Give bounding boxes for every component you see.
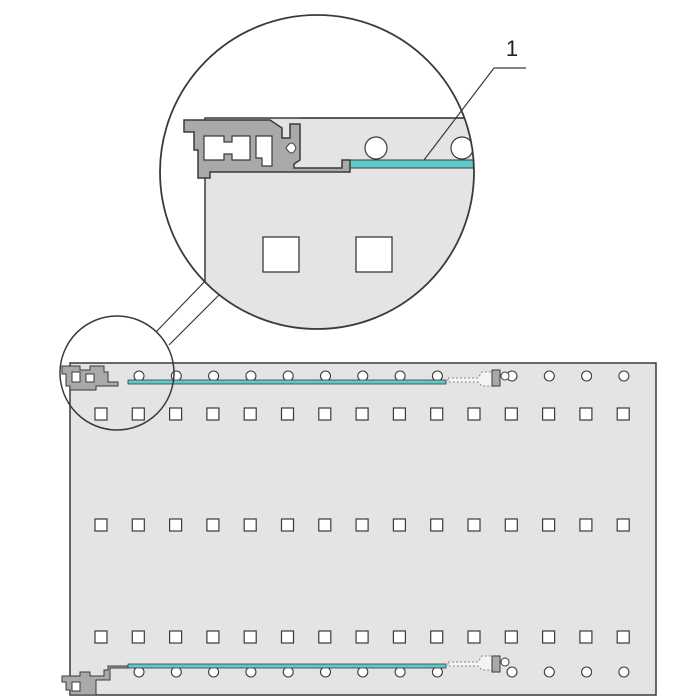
square-hole (206, 630, 220, 644)
bottom-right-connector (447, 655, 510, 673)
zoom-round-hole (364, 136, 388, 160)
square-hole (318, 518, 332, 532)
round-hole (506, 666, 518, 678)
round-hole (394, 666, 406, 678)
square-hole (430, 407, 444, 421)
square-hole (355, 407, 369, 421)
square-hole (243, 630, 257, 644)
round-hole (208, 666, 220, 678)
callout-1: 1 (423, 36, 526, 161)
square-hole (579, 518, 593, 532)
square-hole (579, 407, 593, 421)
square-hole (392, 630, 406, 644)
callout-leader-line (423, 67, 495, 161)
round-hole (245, 666, 257, 678)
square-hole (318, 407, 332, 421)
round-hole (133, 370, 145, 382)
round-hole (581, 370, 593, 382)
square-hole (94, 407, 108, 421)
round-hole (319, 666, 332, 678)
round-hole (543, 370, 555, 382)
round-hole (357, 370, 369, 382)
round-hole (618, 370, 630, 382)
square-hole (504, 630, 518, 644)
round-hole (581, 666, 593, 678)
zoom-profile (183, 119, 351, 179)
square-hole (243, 407, 257, 421)
zoom-accent-strip (349, 159, 474, 169)
square-hole (392, 407, 406, 421)
round-hole (282, 666, 294, 678)
zoom-square-hole (262, 236, 300, 273)
square-hole (318, 630, 332, 644)
round-hole (431, 666, 443, 678)
callout-label: 1 (506, 36, 518, 61)
square-hole (131, 407, 145, 421)
top-right-connector (447, 369, 510, 387)
zoom-square-hole (355, 236, 393, 273)
magnified-detail-border (159, 14, 475, 330)
panel-holes (94, 370, 630, 678)
round-hole (431, 370, 443, 382)
square-hole (280, 630, 295, 644)
square-hole (280, 407, 295, 421)
square-hole (541, 630, 556, 644)
square-hole (131, 518, 145, 532)
round-hole (357, 666, 369, 678)
magnified-detail (159, 14, 475, 330)
square-hole (131, 630, 145, 644)
square-hole (206, 407, 220, 421)
square-hole (430, 630, 444, 644)
round-hole (133, 666, 145, 678)
square-hole (504, 407, 518, 421)
square-hole (280, 518, 295, 532)
round-hole (394, 370, 406, 382)
detail-leader-line-right (168, 289, 225, 346)
square-hole (206, 518, 220, 532)
square-hole (243, 518, 257, 532)
square-hole (616, 407, 630, 421)
square-hole (467, 630, 481, 644)
rail-panel (61, 362, 657, 696)
zoom-round-hole (450, 136, 474, 160)
round-hole (543, 666, 555, 678)
round-hole (282, 370, 294, 382)
square-hole (541, 407, 556, 421)
round-hole (245, 370, 257, 382)
square-hole (169, 518, 183, 532)
square-hole (355, 518, 369, 532)
square-hole (467, 518, 481, 532)
detail-marker (59, 275, 225, 431)
square-hole (504, 518, 518, 532)
square-hole (467, 407, 481, 421)
square-hole (579, 630, 593, 644)
bottom-accent-strip (127, 663, 447, 669)
round-hole (170, 370, 182, 382)
round-hole (170, 666, 182, 678)
square-hole (430, 518, 444, 532)
square-hole (169, 407, 183, 421)
square-hole (616, 518, 630, 532)
round-hole (319, 370, 332, 382)
square-hole (94, 630, 108, 644)
square-hole (541, 518, 556, 532)
top-left-profile (61, 365, 119, 391)
round-hole (208, 370, 220, 382)
square-hole (616, 630, 630, 644)
top-accent-strip (127, 379, 447, 385)
round-hole (618, 666, 630, 678)
square-hole (94, 518, 108, 532)
square-hole (169, 630, 183, 644)
square-hole (355, 630, 369, 644)
detail-leader-line-left (155, 275, 211, 333)
detail-marker-circle (59, 315, 175, 431)
square-hole (392, 518, 406, 532)
